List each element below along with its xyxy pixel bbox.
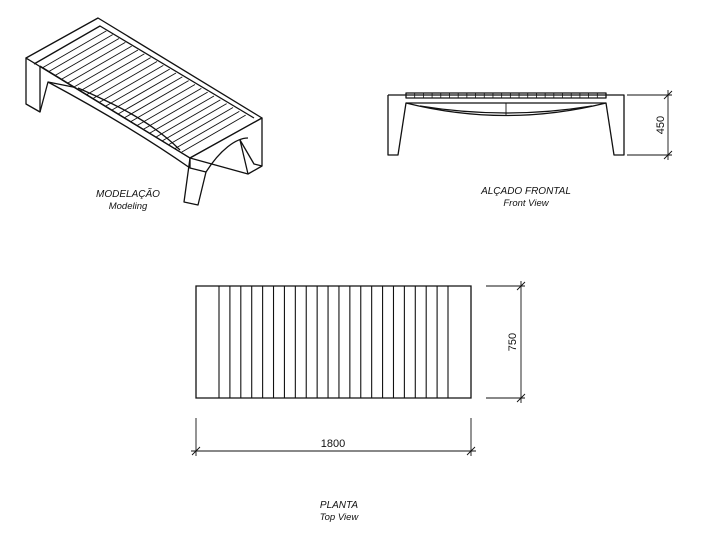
plan-depth-dimension xyxy=(486,281,525,403)
isometric-slat-line xyxy=(118,77,182,114)
isometric-slat-line xyxy=(169,108,233,145)
plan-width-label: 1800 xyxy=(321,438,345,450)
modeling-caption: MODELAÇÃO Modeling xyxy=(68,189,188,213)
isometric-slat-line xyxy=(144,92,208,129)
top-subtitle: Top View xyxy=(319,512,359,523)
modeling-title: MODELAÇÃO xyxy=(96,189,160,200)
isometric-slat-line xyxy=(93,62,157,99)
isometric-slat-line xyxy=(87,58,151,95)
bench-front-arch xyxy=(40,66,190,168)
top-caption: PLANTA Top View xyxy=(279,500,399,524)
isometric-slat-line xyxy=(182,115,246,152)
front-height-label: 450 xyxy=(655,116,667,134)
modeling-subtitle: Modeling xyxy=(108,201,148,212)
isometric-slat-line xyxy=(80,54,144,91)
plan-depth-label: 750 xyxy=(507,333,519,351)
isometric-slat-line xyxy=(137,88,201,125)
isometric-slat-line xyxy=(55,39,119,76)
bench-right-arch xyxy=(206,138,248,172)
front-subtitle: Front View xyxy=(503,198,549,209)
isometric-slat-line xyxy=(99,65,163,102)
top-view-plan xyxy=(196,286,471,398)
isometric-slat-line xyxy=(68,46,132,83)
isometric-slat-line xyxy=(49,35,113,72)
plan-outline xyxy=(196,286,471,398)
plan-width-dimension xyxy=(191,418,476,456)
bench-right-leg-back xyxy=(240,140,262,174)
isometric-slats xyxy=(42,31,245,152)
isometric-slat-line xyxy=(61,42,125,79)
isometric-slat-line xyxy=(163,104,227,141)
isometric-slat-line xyxy=(42,31,106,68)
plan-slats xyxy=(219,286,448,398)
top-title: PLANTA xyxy=(319,500,359,511)
isometric-slat-line xyxy=(106,69,170,106)
front-height-dimension xyxy=(627,90,672,160)
isometric-slat-line xyxy=(125,81,189,118)
front-seat-curve xyxy=(406,103,606,116)
front-caption: ALÇADO FRONTAL Front View xyxy=(456,186,596,210)
isometric-slat-line xyxy=(156,100,220,137)
bench-left-end xyxy=(26,58,40,112)
isometric-model-view xyxy=(26,18,262,205)
front-elevation-view xyxy=(388,93,624,155)
isometric-slat-line xyxy=(74,50,138,87)
bench-right-leg-front xyxy=(184,158,206,205)
front-title: ALÇADO FRONTAL xyxy=(481,186,571,197)
isometric-slat-line xyxy=(112,73,176,110)
isometric-slat-line xyxy=(150,96,214,133)
bench-top-inner-edge xyxy=(34,26,254,118)
isometric-slat-line xyxy=(131,85,195,122)
isometric-slat-line xyxy=(175,111,239,148)
